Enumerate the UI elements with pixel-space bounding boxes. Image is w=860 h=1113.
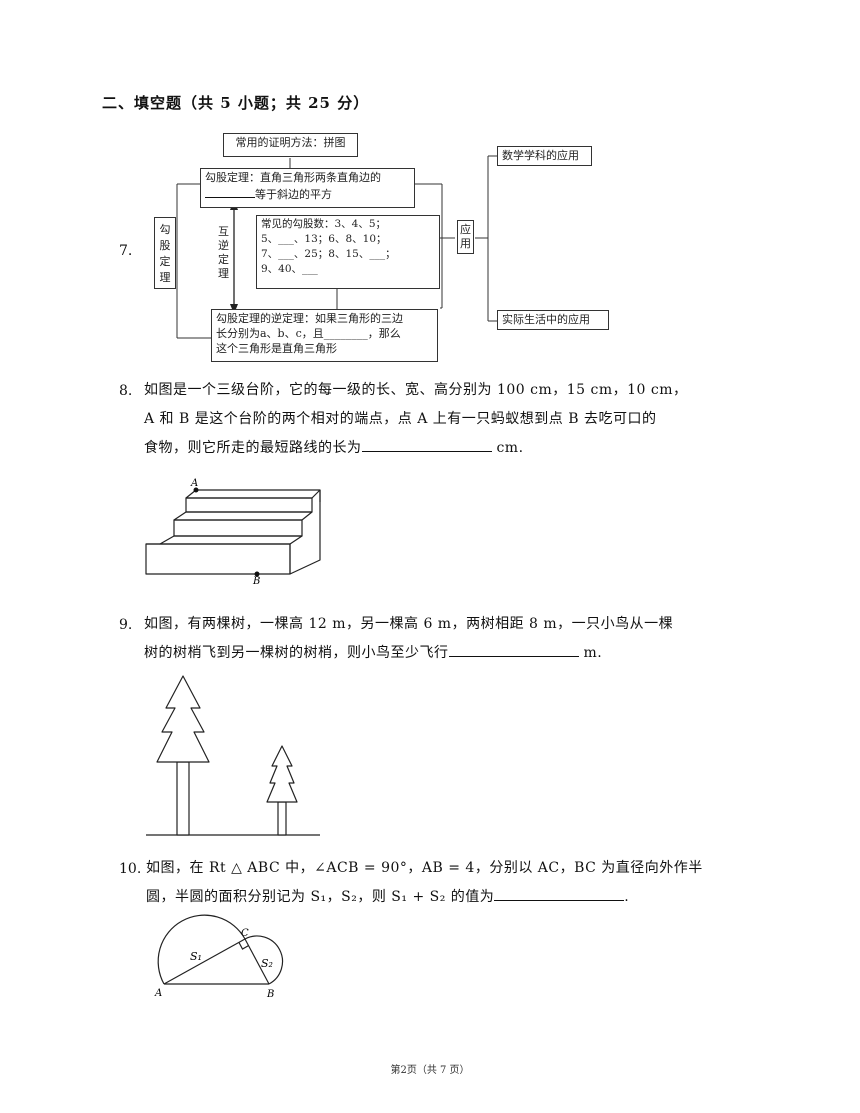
- common-triples-box: 常见的勾股数：3、4、5； 5、___、13；6、8、10； 7、___、25；…: [256, 215, 440, 289]
- q10-line-2: 圆，半圆的面积分别记为 S₁，S₂，则 S₁ + S₂ 的值为.: [146, 883, 786, 912]
- q9-line-1: 如图，有两棵树，一棵高 12 m，另一棵高 6 m，两树相距 8 m，一只小鸟从…: [144, 616, 674, 632]
- q8-text: 如图是一个三级台阶，它的每一级的长、宽、高分别为 100 cm，15 cm，10…: [144, 376, 784, 463]
- mutual-inverse-label: 互逆定理: [218, 225, 232, 281]
- q10-line-1: 如图，在 Rt △ ABC 中，∠ACB = 90°，AB = 4，分别以 AC…: [146, 860, 703, 876]
- label-s2: S₂: [261, 957, 273, 970]
- q8-line-1: 如图是一个三级台阶，它的每一级的长、宽、高分别为 100 cm，15 cm，10…: [144, 382, 688, 398]
- common-triples-line-4: 9、40、___: [261, 263, 318, 275]
- q8-line-2: A 和 B 是这个台阶的两个相对的端点，点 A 上有一只蚂蚁想到点 B 去吃可口…: [144, 411, 657, 427]
- q8-number: 8.: [119, 383, 133, 399]
- staircase-figure: A B: [145, 478, 321, 587]
- q10-text: 如图，在 Rt △ ABC 中，∠ACB = 90°，AB = 4，分别以 AC…: [146, 854, 786, 912]
- converse-theorem-box: 勾股定理的逆定理：如果三角形的三边 长分别为a、b、c，且________，那么…: [211, 309, 438, 362]
- converse-line-1: 勾股定理的逆定理：如果三角形的三边: [216, 312, 403, 325]
- q9-line-2: 树的树梢飞到另一棵树的树梢，则小鸟至少飞行 m.: [144, 639, 784, 668]
- label-b: B: [266, 989, 274, 1000]
- label-c: C: [241, 928, 249, 939]
- theorem-line-1: 勾股定理：直角三角形两条直角边的: [205, 171, 381, 184]
- label-s1: S₁: [190, 950, 202, 963]
- common-triples-line-3: 7、___、25；8、15、___；: [261, 248, 396, 260]
- q8-line-3: 食物，则它所走的最短路线的长为 cm.: [144, 434, 784, 463]
- pythagorean-theorem-box: 勾股定理: [154, 217, 176, 289]
- q9-number: 9.: [119, 617, 133, 633]
- q10-number: 10.: [119, 861, 142, 877]
- page-footer: 第2页（共 7 页）: [390, 1065, 470, 1076]
- proof-method-box: 常用的证明方法：拼图: [223, 133, 358, 157]
- converse-line-3: 这个三角形是直角三角形: [216, 342, 337, 355]
- q7-number: 7.: [119, 243, 133, 259]
- application-box: 应用: [457, 220, 474, 254]
- life-application-box: 实际生活中的应用: [497, 310, 609, 330]
- q9-text: 如图，有两棵树，一棵高 12 m，另一棵高 6 m，两树相距 8 m，一只小鸟从…: [144, 610, 784, 668]
- theorem-line-2: 等于斜边的平方: [205, 185, 410, 202]
- converse-line-2: 长分别为a、b、c，且________，那么: [216, 327, 401, 340]
- common-triples-line-2: 5、___、13；6、8、10；: [261, 233, 387, 245]
- staircase-label-b: B: [252, 576, 260, 587]
- section-title: 二、填空题（共 5 小题；共 25 分）: [102, 94, 370, 112]
- q9-answer-blank[interactable]: [448, 640, 579, 657]
- common-triples-line-1: 常见的勾股数：3、4、5；: [261, 218, 387, 230]
- q7-concept-map-lines: [176, 155, 497, 339]
- q10-answer-blank[interactable]: [494, 884, 625, 901]
- label-a: A: [154, 988, 162, 999]
- semicircles-figure: S₁ S₂ A B C: [154, 914, 284, 1000]
- theorem-box: 勾股定理：直角三角形两条直角边的 等于斜边的平方: [200, 168, 415, 208]
- staircase-label-a: A: [190, 478, 198, 489]
- q8-answer-blank[interactable]: [361, 435, 492, 452]
- math-application-box: 数学学科的应用: [497, 146, 592, 166]
- two-trees-figure: [146, 675, 320, 836]
